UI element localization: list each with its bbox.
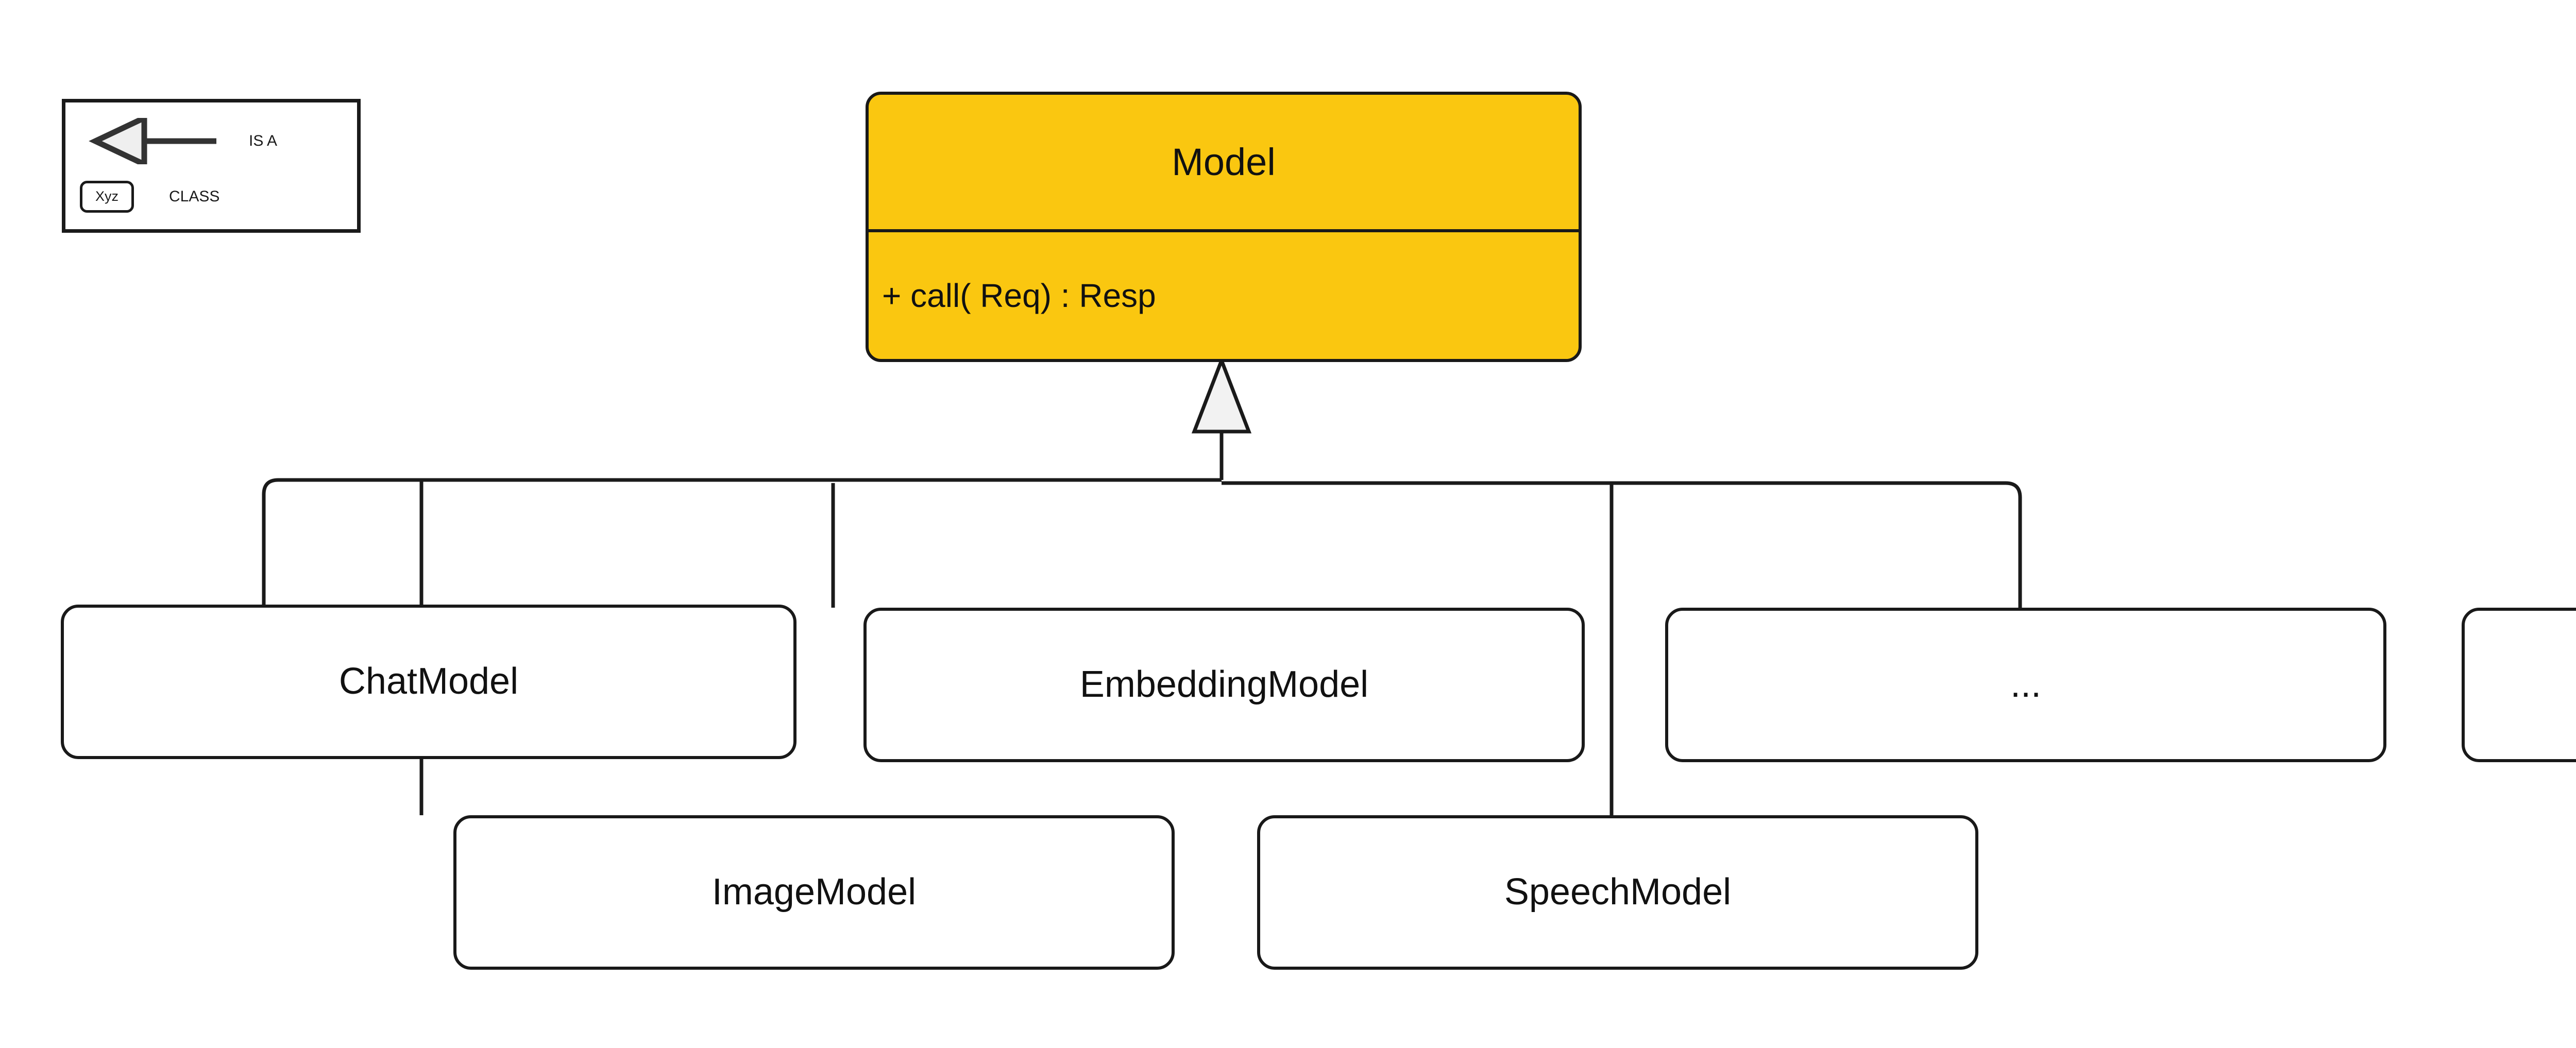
class-node-chatmodel-title: ChatModel [338,661,519,702]
legend-row-is-a: IS A [80,114,350,168]
class-node-embeddingmodel-title: EmbeddingModel [1079,664,1369,706]
class-node-imagemodel[interactable]: ImageModel [453,815,1175,970]
inheritance-arrowhead-model [1191,355,1252,434]
legend: IS A Xyz CLASS [62,99,361,233]
legend-class-label: CLASS [169,187,220,205]
legend-class-chip-label: Xyz [95,188,118,204]
class-node-speechmodel[interactable]: SpeechModel [1257,815,1978,970]
legend-class-chip: Xyz [80,180,134,213]
class-node-model-operations-compartment: + call( Req) : Resp [869,232,1579,359]
class-node-streamingchatmodel[interactable]: StreamingChatModel [2462,608,2576,762]
class-node-chatmodel[interactable]: ChatModel [61,605,796,759]
edge-model-to-chatmodel [262,478,1222,605]
edge-model-to-ellipsis [1222,481,2022,608]
class-node-model-title: Model [1172,140,1276,183]
class-node-streamingchatmodel-title: StreamingChatModel [2465,665,2576,705]
class-node-speechmodel-title: SpeechModel [1504,871,1732,913]
class-node-model[interactable]: Model + call( Req) : Resp [866,92,1582,362]
legend-row-class: Xyz CLASS [80,169,350,224]
class-node-model-ellipsis[interactable]: ... [1665,608,2386,762]
class-node-model-operation-0: + call( Req) : Resp [882,277,1156,314]
class-node-model-name-compartment: Model [869,95,1579,232]
inheritance-arrow-icon [89,117,216,164]
class-node-embeddingmodel[interactable]: EmbeddingModel [863,608,1585,762]
class-node-model-ellipsis-title: ... [2010,664,2041,706]
class-node-imagemodel-title: ImageModel [711,871,917,913]
legend-is-a-label: IS A [249,132,278,149]
